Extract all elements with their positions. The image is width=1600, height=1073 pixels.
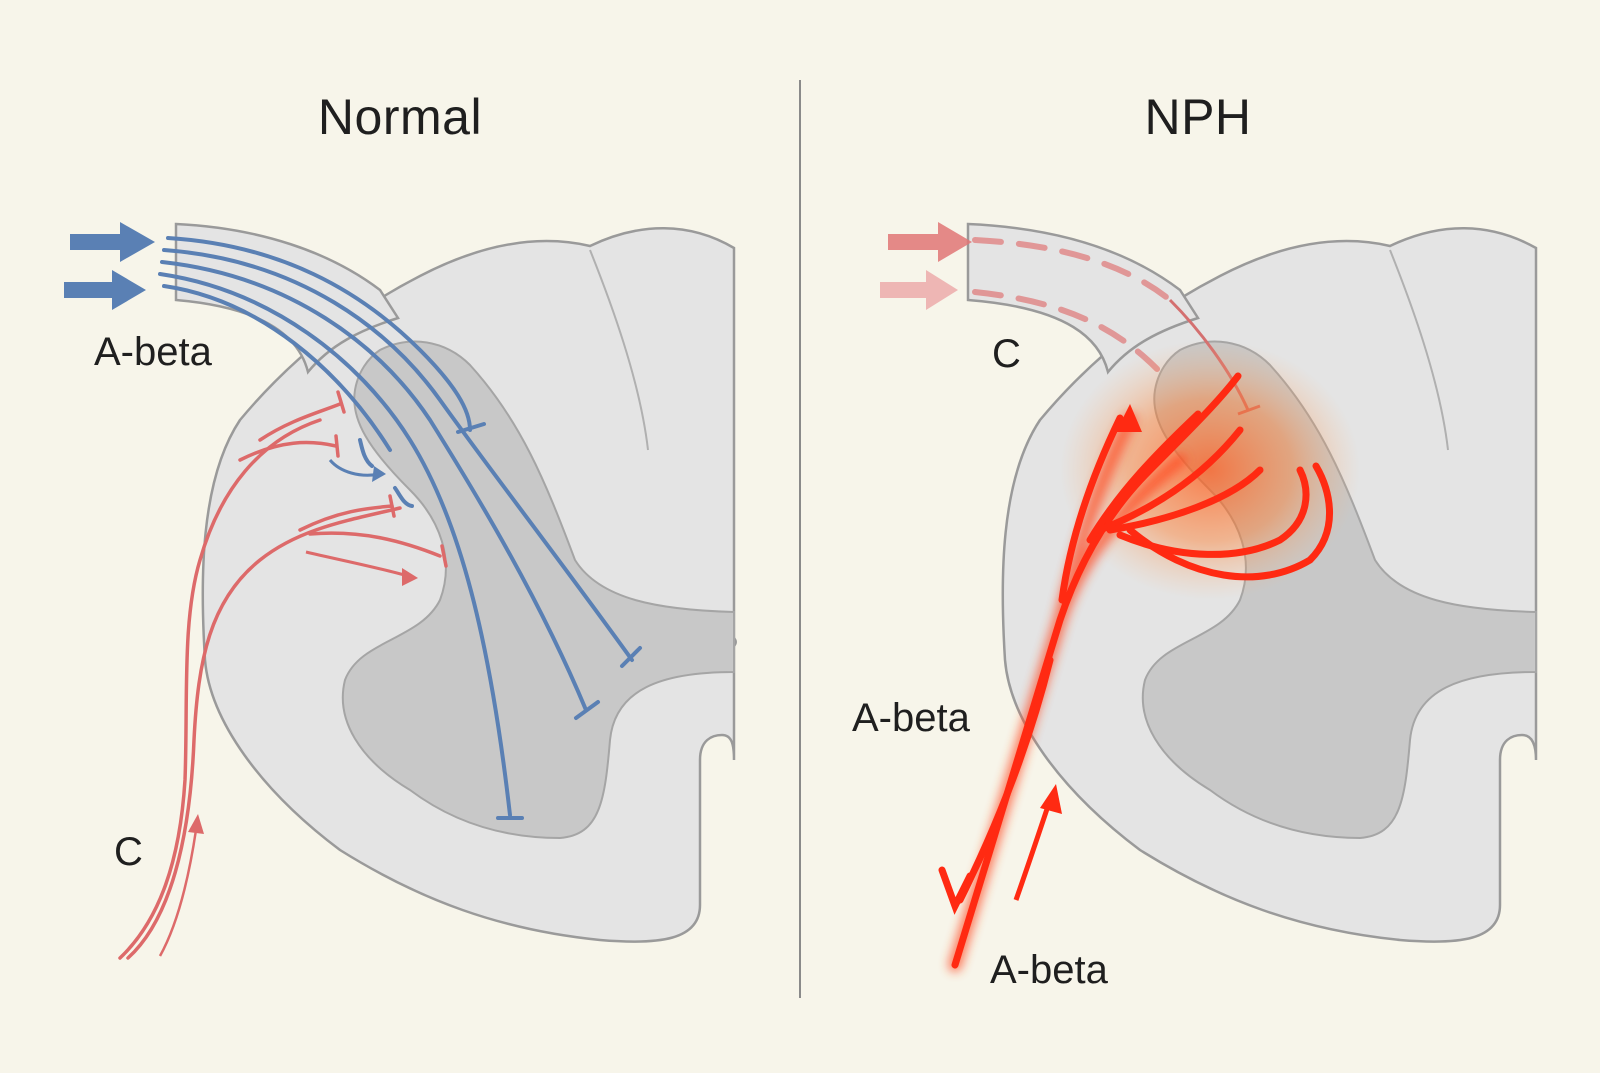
nph-c-label: C — [992, 332, 1021, 376]
nph-abeta-sprouting — [951, 372, 1333, 969]
nph-input-arrow-2 — [880, 270, 958, 310]
normal-abeta-fibers — [158, 236, 642, 820]
normal-abeta-label: A-beta — [94, 330, 212, 374]
nph-c-fibers-damaged — [972, 237, 1173, 375]
nph-dorsal-root — [966, 222, 1200, 375]
normal-c-label: C — [114, 830, 143, 874]
normal-panel — [64, 222, 737, 960]
normal-panel-title: Normal — [317, 89, 483, 145]
normal-input-arrow-2 — [64, 270, 146, 310]
nph-panel-title: NPH — [1144, 89, 1252, 145]
nph-abeta-upper-label: A-beta — [852, 696, 970, 740]
nph-panel — [880, 222, 1538, 972]
normal-input-arrow-1 — [70, 222, 155, 262]
normal-c-fibers — [118, 390, 448, 960]
normal-grey-matter — [341, 340, 735, 840]
nph-abeta-lower-label: A-beta — [990, 948, 1108, 992]
nph-input-arrow-1 — [888, 222, 972, 262]
